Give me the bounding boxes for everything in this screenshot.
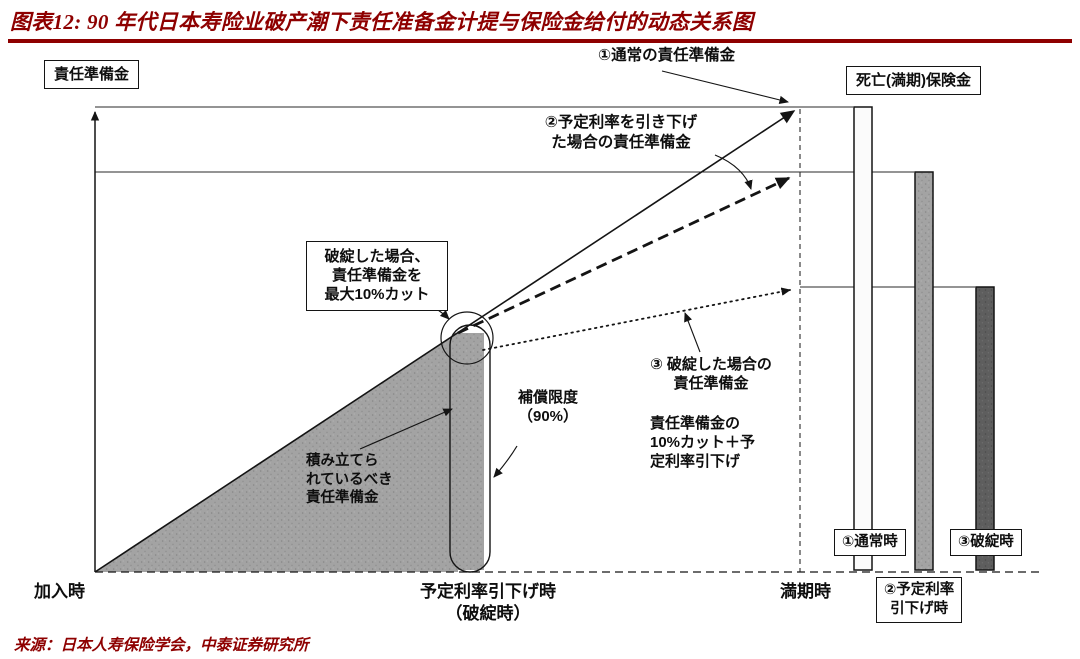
annotation-bankrupt-reserve-detail: 責任準備金の 10%カット＋予 定利率引下げ [650,415,756,471]
x-label-maturity: 満期時 [780,582,831,601]
bankrupt-note-arrow [684,312,701,353]
x-label-join: 加入時 [34,582,85,601]
ratecut-reserve-line [457,176,791,335]
ratecut-reserve-arrow [714,154,753,190]
normal-reserve-line [94,110,796,573]
annotation-compensation-limit: 補償限度 （90%） [517,389,579,426]
compensation-band [454,333,484,570]
y-axis-title-box: 責任準備金 [44,60,140,90]
source-note: 来源：日本人寿保险学会，中泰证券研究所 [14,637,309,654]
bar-normal [853,106,873,571]
tag-ratecut-time: ②予定利率 引下げ時 [876,577,963,623]
compensation-capsule [449,324,491,573]
bar-bankrupt [975,286,995,571]
bankrupt-reserve-line [482,287,791,351]
compensation-arrow [493,445,518,478]
annotation-ratecut-reserve: ②予定利率を引き下げ た場合の責任準備金 [544,114,698,151]
annotation-normal-reserve: ①通常の責任準備金 [598,47,736,64]
annotation-bankrupt-reserve-title: ③ 破綻した場合の 責任準備金 [650,356,772,393]
cutbox-arrow [437,309,450,320]
tag-normal-time: ①通常時 [834,529,906,556]
figure-title: 图表12: 90 年代日本寿险业破产潮下责任准备金计提与保险金给付的动态关系图 [10,10,754,34]
annotation-bankrupt-cut-box: 破綻した場合、 責任準備金を 最大10%カット [306,241,448,311]
benefit-title-box: 死亡(満期)保険金 [846,66,981,96]
tag-bankrupt-time: ③破綻時 [950,529,1022,556]
normal-reserve-arrow [661,70,789,105]
annotation-accumulated-reserve: 積み立てら れているべき 責任準備金 [306,453,393,507]
accumulated-arrow [359,408,453,450]
kink-circle [440,311,494,365]
x-label-ratecut: 予定利率引下げ時 （破綻時） [420,582,556,623]
bar-ratecut [914,171,934,571]
title-divider [8,39,1072,43]
